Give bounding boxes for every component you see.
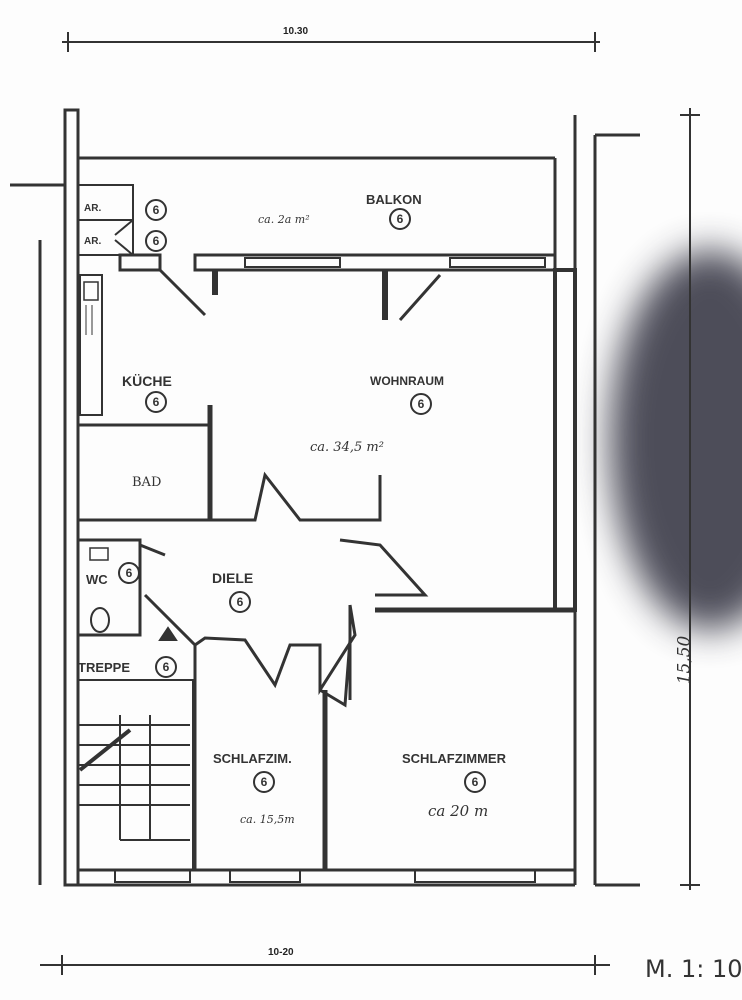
room-code-wohnraum: 6 xyxy=(410,393,432,415)
bath-wc-walls xyxy=(76,518,210,647)
room-code-wc: 6 xyxy=(118,562,140,584)
storage-rooms xyxy=(77,184,134,256)
room-code-diele: 6 xyxy=(229,591,251,613)
area-balkon: ca. 2a m² xyxy=(258,213,310,226)
area-schlafzim: ca. 15,5m xyxy=(240,813,295,826)
top-dimension-label: 10.30 xyxy=(283,26,309,37)
exterior-walls xyxy=(10,108,640,887)
room-code-balkon: 6 xyxy=(389,208,411,230)
room-code-treppe: 6 xyxy=(155,656,177,678)
room-label-balkon: BALKON xyxy=(366,192,422,207)
room-label-ar-1: AR. xyxy=(84,203,102,214)
right-dimension-line xyxy=(680,108,700,890)
room-code-ar-1: 6 xyxy=(145,199,167,221)
kitchen-walls xyxy=(78,274,213,520)
top-dimension-line xyxy=(62,32,600,52)
right-dimension-label: 15,50 xyxy=(674,635,695,685)
bottom-dimension-line xyxy=(40,955,610,975)
staircase xyxy=(77,626,194,871)
room-label-schlafzimmer: SCHLAFZIMMER xyxy=(402,751,506,766)
room-label-kueche: KÜCHE xyxy=(122,373,172,389)
room-code-kueche: 6 xyxy=(145,391,167,413)
room-code-schlafzim: 6 xyxy=(253,771,275,793)
room-label-ar-2: AR. xyxy=(84,236,102,247)
room-label-bad: BAD xyxy=(132,475,162,490)
room-code-schlafzimmer: 6 xyxy=(464,771,486,793)
room-label-treppe: TREPPE xyxy=(78,660,131,675)
bottom-windows xyxy=(114,869,536,883)
area-wohnraum: ca. 34,5 m² xyxy=(310,440,384,455)
bottom-dimension-label: 10-20 xyxy=(268,947,294,958)
room-label-diele: DIELE xyxy=(212,570,254,586)
room-label-schlafzim: SCHLAFZIM. xyxy=(213,751,292,766)
balcony-wall xyxy=(118,253,557,321)
room-label-wohnraum: WOHNRAUM xyxy=(370,374,444,388)
diele-walls xyxy=(193,471,575,870)
room-label-wc: WC xyxy=(86,572,108,587)
room-code-ar-2: 6 xyxy=(145,230,167,252)
scale-label: M. 1: 100 xyxy=(645,955,742,983)
area-schlafzimmer: ca 20 m xyxy=(428,802,489,820)
